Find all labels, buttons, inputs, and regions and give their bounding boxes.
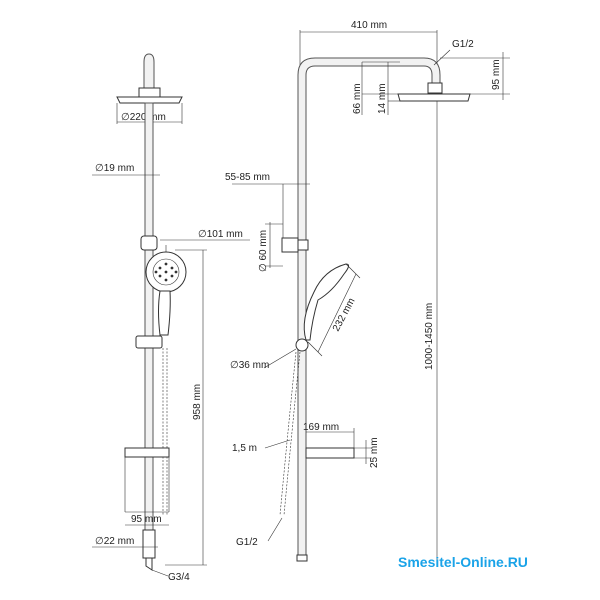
side-view: 410 mm G1/2 95 mm 66 mm 14 mm 1000-1450 … (225, 20, 510, 562)
head-thread-label: G1/2 (452, 39, 474, 50)
shelf-length-label: 169 mm (303, 422, 339, 433)
front-slider (140, 235, 158, 251)
bracket-diameter-label: ∅ 60 mm (258, 230, 269, 272)
shelf-height-label: 25 mm (369, 437, 380, 468)
front-inlet (145, 557, 153, 571)
knob-diameter-label: ∅36 mm (230, 360, 269, 371)
front-head-connector (138, 87, 161, 98)
arm-length-label: 410 mm (351, 20, 387, 31)
side-knob (295, 338, 309, 352)
drop-14-label: 14 mm (377, 83, 388, 114)
side-column-pipe (297, 57, 441, 556)
total-height-label: 958 mm (192, 384, 203, 420)
front-shelf (124, 447, 170, 458)
side-bracket (281, 237, 299, 253)
side-head-connector (427, 82, 443, 94)
head-height-label: 95 mm (491, 59, 502, 90)
front-shower-head (116, 96, 183, 104)
front-arm (143, 53, 155, 89)
side-shelf (305, 447, 355, 459)
head-diameter-label: ∅220 mm (121, 112, 166, 123)
hand-shower-length-label: 232 mm (331, 296, 358, 333)
side-shower-head (397, 93, 471, 102)
hose-thread-label: G1/2 (236, 537, 258, 548)
front-hand-handle (158, 290, 171, 336)
front-main-pipe (144, 102, 154, 554)
side-hose (279, 351, 297, 516)
hose-length-label: 1,5 m (232, 443, 257, 454)
front-bottom-body (142, 529, 156, 559)
hand-shower-diameter-label: ∅101 mm (198, 229, 243, 240)
bracket-offset-label: 55-85 mm (225, 172, 270, 183)
pipe-diameter-label: ∅19 mm (95, 163, 134, 174)
drop-66-label: 66 mm (352, 83, 363, 114)
front-mid-clamp (135, 335, 163, 349)
side-bottom (296, 554, 308, 562)
side-hand-shower (303, 263, 350, 341)
shelf-depth-label: 95 mm (131, 514, 162, 525)
column-height-label: 1000-1450 mm (424, 303, 435, 370)
watermark: Smesitel-Online.RU (398, 554, 528, 570)
front-view: ∅220 mm ∅19 mm ∅101 mm (92, 53, 250, 583)
inlet-thread-label: G3/4 (168, 572, 190, 583)
bottom-diameter-label: ∅22 mm (95, 536, 134, 547)
